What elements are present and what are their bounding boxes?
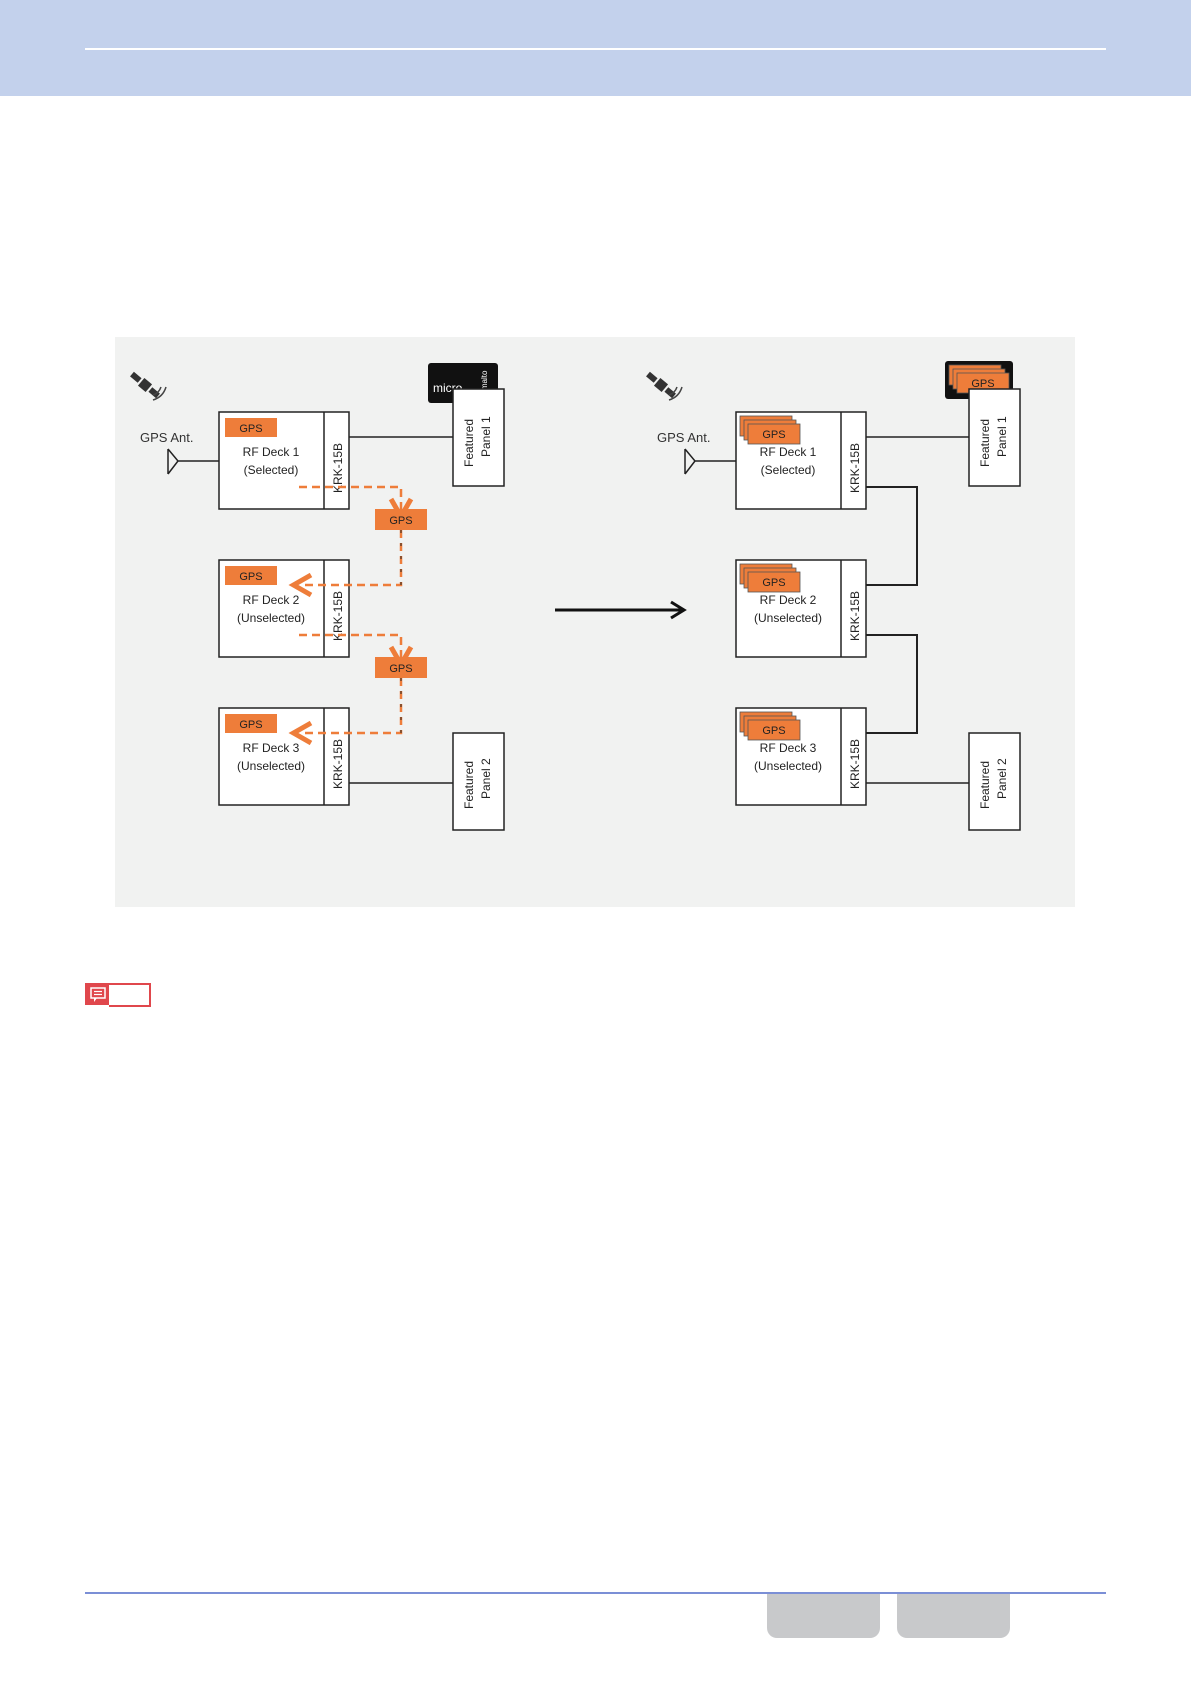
- diagram-before: GPS Ant. micro gemalto Featured Panel 1 …: [130, 363, 505, 831]
- antenna-icon: [167, 448, 219, 475]
- gps-badge-stack: [739, 563, 801, 593]
- sim-brand-maker: gemalto: [480, 370, 489, 399]
- deck-2-module: KRK-15B: [848, 591, 862, 641]
- panel-2-line1: Featured: [462, 761, 476, 809]
- transfer-gps-badge-2: [375, 657, 427, 678]
- featured-panel-2: [452, 732, 505, 831]
- svg-text:GPS: GPS: [239, 423, 262, 435]
- antenna-label: GPS Ant.: [657, 430, 710, 445]
- gps-transfer-diagram: GPS Ant. micro gemalto Featured Panel 1 …: [115, 337, 1075, 907]
- svg-text:GPS: GPS: [239, 719, 262, 731]
- previous-page-button[interactable]: [767, 1594, 880, 1638]
- deck-1-status: (Selected): [244, 463, 299, 477]
- deck-link-cable: [866, 634, 918, 734]
- satellite-icon: [130, 371, 160, 399]
- deck-3-status: (Unselected): [754, 759, 822, 773]
- svg-text:GPS: GPS: [762, 577, 785, 589]
- deck-1-name: RF Deck 1: [243, 445, 300, 459]
- featured-panel-2: [968, 732, 1021, 831]
- panel-1-line1: Featured: [462, 419, 476, 467]
- deck-2-status: (Unselected): [237, 611, 305, 625]
- panel-1-line1: Featured: [978, 419, 992, 467]
- deck-3-name: RF Deck 3: [760, 741, 817, 755]
- deck-2-status: (Unselected): [754, 611, 822, 625]
- rf-deck-1: [218, 411, 350, 510]
- signal-waves-icon: [152, 386, 167, 401]
- sim-card-with-gps: GPS: [945, 361, 1013, 399]
- panel-1-line2: Panel 1: [995, 416, 1009, 457]
- deck-link-cable: [866, 486, 918, 586]
- svg-text:GPS: GPS: [389, 663, 412, 675]
- gps-badge: [225, 566, 277, 585]
- svg-text:GPS: GPS: [971, 378, 994, 390]
- satellite-icon: [646, 371, 676, 399]
- gps-badge: [225, 418, 277, 437]
- next-page-button[interactable]: [897, 1594, 1010, 1638]
- transfer-gps-badge-1: [375, 509, 427, 530]
- deck-3-name: RF Deck 3: [243, 741, 300, 755]
- note-speech-icon: [85, 983, 111, 1005]
- deck-2-module: KRK-15B: [331, 591, 345, 641]
- gps-badge-stack: [739, 711, 801, 741]
- svg-text:GPS: GPS: [239, 571, 262, 583]
- signal-waves-icon: [668, 386, 683, 401]
- deck-3-module: KRK-15B: [848, 739, 862, 789]
- gps-badge: [225, 714, 277, 733]
- deck-2-name: RF Deck 2: [760, 593, 817, 607]
- deck-1-status: (Selected): [761, 463, 816, 477]
- svg-text:GPS: GPS: [389, 515, 412, 527]
- note-label-box: [109, 983, 151, 1007]
- footer-rule: [85, 1592, 1106, 1594]
- deck-3-module: KRK-15B: [331, 739, 345, 789]
- featured-panel-1: [968, 388, 1021, 487]
- deck-1-module: KRK-15B: [331, 443, 345, 493]
- deck-1-name: RF Deck 1: [760, 445, 817, 459]
- header-rule: [85, 48, 1106, 50]
- featured-panel-1: [452, 388, 505, 487]
- svg-text:GPS: GPS: [762, 725, 785, 737]
- rf-deck-2: [218, 559, 350, 658]
- panel-2-line2: Panel 2: [995, 758, 1009, 799]
- panel-1-line2: Panel 1: [479, 416, 493, 457]
- panel-2-line2: Panel 2: [479, 758, 493, 799]
- deck-3-status: (Unselected): [237, 759, 305, 773]
- antenna-label: GPS Ant.: [140, 430, 193, 445]
- gps-badge-stack: [739, 415, 801, 445]
- transition-arrow: [555, 600, 687, 620]
- panel-2-line1: Featured: [978, 761, 992, 809]
- note-icon: [85, 983, 151, 1007]
- diagram-after: GPS Ant. GPS Featured Panel 1 RF Deck 1 …: [646, 361, 1021, 831]
- deck-1-module: KRK-15B: [848, 443, 862, 493]
- deck-2-name: RF Deck 2: [243, 593, 300, 607]
- antenna-icon: [684, 448, 736, 475]
- svg-text:GPS: GPS: [762, 429, 785, 441]
